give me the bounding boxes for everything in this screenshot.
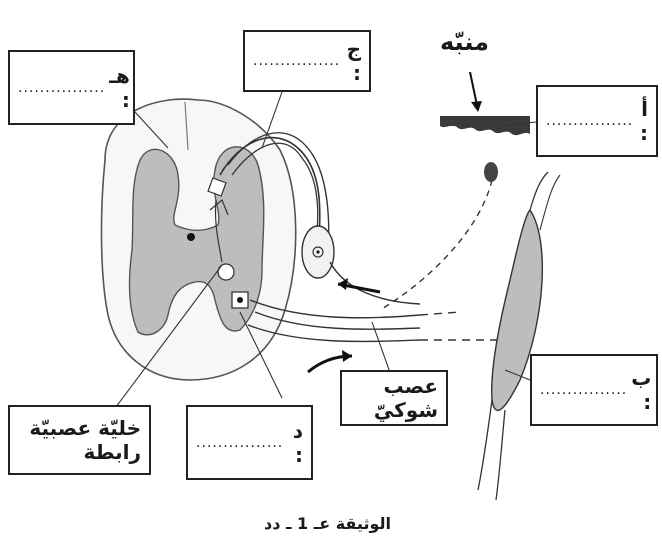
label-a-letter: أ : [637,97,648,145]
label-box-b: ب : ................ [530,354,658,426]
sensory-receptor [484,162,498,182]
label-a-blank[interactable]: ................ [546,113,633,129]
label-box-spinal-nerve: عصب شوكيّ [340,370,448,426]
label-box-interneuron: خليّة عصبيّة رابطة [8,405,151,475]
label-d-blank[interactable]: ................ [196,435,283,451]
figure-caption: الوثيقة عـ 1 ـ دد [264,514,391,533]
label-box-c: ج : ................ [243,30,371,92]
sensory-nerve-fiber [380,180,492,310]
interneuron-label: خليّة عصبيّة رابطة [18,416,141,464]
label-b-letter: ب : [631,366,651,414]
label-e-letter: هـ : [109,64,130,112]
label-box-e: هـ : ................ [8,50,135,125]
label-box-a: أ : ................ [536,85,658,157]
label-c-letter: ج : [344,37,361,85]
label-box-d: د : ................ [186,405,313,480]
label-e-blank[interactable]: ................ [18,80,105,96]
label-b-blank[interactable]: ................ [540,382,627,398]
central-canal [187,233,195,241]
label-c-blank[interactable]: ................ [253,53,340,69]
label-d-letter: د : [287,419,303,467]
spinal-nerve-label: عصب شوكيّ [350,374,438,422]
stimulus-label: منبّه [440,28,489,56]
